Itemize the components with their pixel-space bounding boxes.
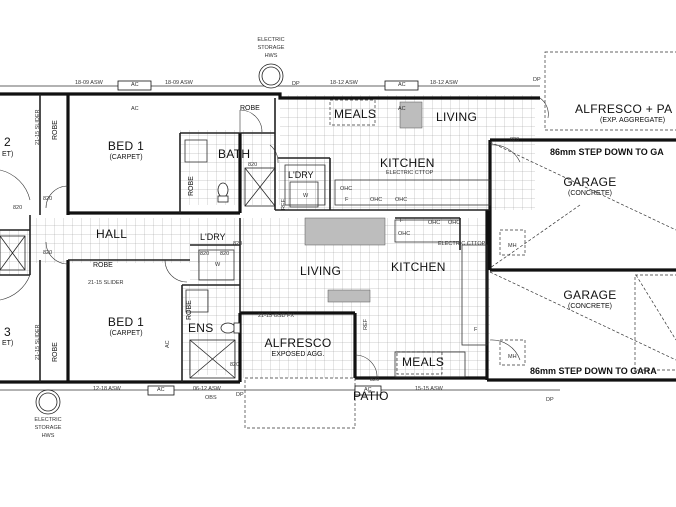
ohc-note-1: OHC xyxy=(340,186,353,192)
dp-bottom-1: DP xyxy=(236,392,244,398)
fridge-note-1: F xyxy=(345,197,349,203)
width-820-5: 820 xyxy=(248,162,258,168)
room-label-kitchen-top: KITCHEN xyxy=(380,156,435,170)
ohc-note-2: OHC xyxy=(370,197,383,203)
hws-label-bottom-1: ELECTRIC xyxy=(34,417,62,423)
room-label-garage-bottom: GARAGE xyxy=(563,288,617,302)
robe-label-bottom: ROBE xyxy=(93,262,113,269)
room-label-kitchen-bottom: KITCHEN xyxy=(391,260,446,274)
floor-label-bed1-bottom: (CARPET) xyxy=(109,330,143,337)
room-label-garage-top: GARAGE xyxy=(563,175,617,189)
room-label-living-bottom: LIVING xyxy=(300,264,342,278)
dim-top-4: 18-12 ASW xyxy=(430,80,458,86)
width-820-8: 820 xyxy=(230,362,240,368)
slider-note-left-bottom: 21-15 SLIDER xyxy=(35,324,41,360)
tiled-floor-left-wet xyxy=(0,230,30,275)
room-label-bed1-bottom: BED 1 xyxy=(107,315,145,329)
robe-label-left-top: ROBE xyxy=(52,120,59,140)
room-label-patio: PATIO xyxy=(353,389,389,403)
robe-label-ens: ROBE xyxy=(186,300,193,320)
mh-note-2: MH xyxy=(508,354,517,360)
ohc-note-4: OHC xyxy=(428,220,441,226)
ac-label-2: AC xyxy=(131,106,139,112)
obs-note: OBS xyxy=(205,395,217,401)
width-820-4: 820 xyxy=(220,251,230,257)
room-label-ldry-top: L'DRY xyxy=(288,170,314,180)
washer-note-1: W xyxy=(303,193,309,199)
dim-bottom-2: 06-12 ASW xyxy=(193,386,221,392)
floor-label-alfresco: EXPOSED AGG. xyxy=(271,351,325,358)
cooktop-note-bottom: ELECTRIC CTTOP xyxy=(438,241,486,247)
dim-top-1: 18-09 ASW xyxy=(75,80,103,86)
dp-bottom-2: DP xyxy=(546,397,554,403)
ref-note-1: REF xyxy=(363,319,369,330)
dp-top-2: DP xyxy=(533,77,541,83)
room-label-alfresco-pa: ALFRESCO + PA xyxy=(575,102,673,116)
step-down-note-top: 86mm STEP DOWN TO GA xyxy=(550,147,664,157)
robe-label-top: ROBE xyxy=(240,105,260,112)
floor-label-garage-bottom: (CONCRETE) xyxy=(568,303,612,310)
room-label-bath: BATH xyxy=(218,147,251,161)
tiled-floor-ldry-top xyxy=(278,160,328,205)
hws-label-top-1: ELECTRIC xyxy=(257,37,285,43)
room-label-alfresco: ALFRESCO xyxy=(264,336,332,350)
slider-note-top: 21-15 SLIDER xyxy=(88,280,124,286)
width-820-3: 820 xyxy=(200,251,210,257)
width-820-9: 820 xyxy=(13,205,23,211)
dp-top-1: DP xyxy=(292,81,300,87)
ac-label-6: AC xyxy=(364,387,372,393)
cooktop-note-top: ELECTRIC CTTOP xyxy=(386,170,434,176)
room-label-bed3-number: 3 xyxy=(4,325,11,339)
hws-label-bottom-3: HWS xyxy=(41,433,55,439)
ohc-note-6: OHC xyxy=(448,220,461,226)
hws-label-bottom-2: STORAGE xyxy=(34,425,62,431)
ac-label-4: AC xyxy=(398,106,406,112)
dim-top-2: 18-09 ASW xyxy=(165,80,193,86)
dim-top-3: 18-12 ASW xyxy=(330,80,358,86)
room-label-meals-top: MEALS xyxy=(334,107,377,121)
room-label-meals-bottom: MEALS xyxy=(402,355,445,369)
hws-label-top-2: STORAGE xyxy=(257,45,285,51)
floor-label-bed1-top: (CARPET) xyxy=(109,154,143,161)
floor-label-garage-top: (CONCRETE) xyxy=(568,190,612,197)
room-label-ldry-mid: L'DRY xyxy=(200,232,226,242)
width-820-7: 820 xyxy=(510,137,520,143)
room-label-bed2-number: 2 xyxy=(4,135,11,149)
ac-label-5: AC xyxy=(157,387,165,393)
robe-label-bath: ROBE xyxy=(188,176,195,196)
slider-note-left-top: 21-15 SLIDER xyxy=(35,109,41,145)
width-820-1: 820 xyxy=(43,196,53,202)
floor-label-bed3: ET) xyxy=(2,340,14,347)
room-label-hall: HALL xyxy=(96,227,128,241)
width-820-10: 820 xyxy=(233,241,243,247)
room-label-living-top: LIVING xyxy=(436,110,478,124)
dim-bottom-3: 15-15 ASW xyxy=(415,386,443,392)
width-820-2: 820 xyxy=(43,250,53,256)
mh-note-1: MH xyxy=(508,243,517,249)
ac-label-1: AC xyxy=(131,82,139,88)
hws-label-top-3: HWS xyxy=(264,53,278,59)
ohc-note-3: OHC xyxy=(395,197,408,203)
fridge-note-3: F xyxy=(474,327,478,333)
tiled-floor-ldry xyxy=(190,245,240,285)
ac-label-7: AC xyxy=(165,340,171,348)
floor-label-bed2: ET) xyxy=(2,151,14,158)
room-label-bed1-top: BED 1 xyxy=(107,139,145,153)
dim-bottom-1: 12-18 ASW xyxy=(93,386,121,392)
gsd-note: 21-15 GSD FX xyxy=(258,313,295,319)
room-label-ens: ENS xyxy=(188,321,214,335)
washer-note-2: W xyxy=(215,262,221,268)
robe-label-left-bottom: ROBE xyxy=(52,342,59,362)
ac-label-3: AC xyxy=(398,82,406,88)
floor-label-alfresco-pa: (EXP. AGGREGATE) xyxy=(600,117,666,124)
width-820-6: 820 xyxy=(370,377,380,383)
step-down-note-bottom: 86mm STEP DOWN TO GARA xyxy=(530,366,657,376)
ohc-note-5: OHC xyxy=(398,231,411,237)
fridge-note-2: F xyxy=(400,218,404,224)
ref-note-2: REF xyxy=(281,199,287,210)
